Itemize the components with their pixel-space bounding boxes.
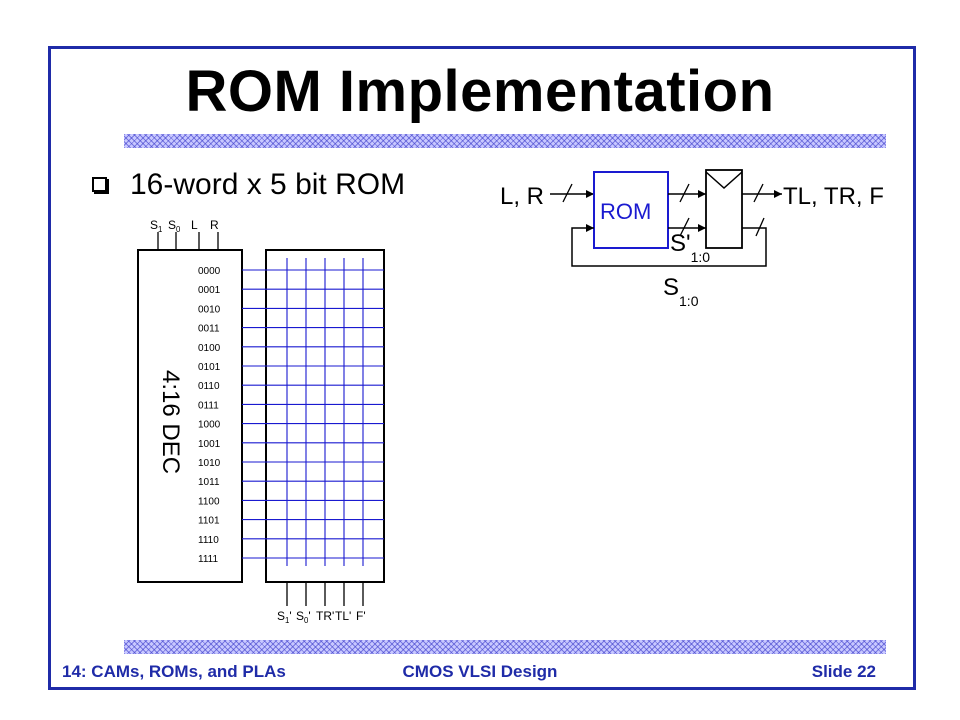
rom-array-grid (242, 258, 384, 566)
wordline-label: 0011 (198, 324, 220, 335)
wordline-label: 0101 (198, 362, 221, 373)
clock-triangle-icon (705, 171, 743, 190)
decoder-label: 4:16 DEC (157, 370, 184, 474)
fsm-diagram: L, R ROM TL, TR, F S'1:0 S1:0 (500, 169, 884, 309)
rom-outputs: S1' S0' TR'TL' F' (277, 582, 366, 625)
bus-slash-icon (753, 183, 764, 203)
feedback-path (571, 227, 767, 267)
wordline-label: 0001 (198, 285, 221, 296)
output-label: S1' (277, 609, 292, 625)
register-block (705, 169, 743, 249)
wordline-label: 0110 (198, 381, 220, 392)
output-label: TL' (335, 609, 351, 623)
footer-center: CMOS VLSI Design (402, 662, 558, 681)
wordline-label: 0000 (198, 266, 221, 277)
decoder-box (137, 249, 243, 583)
bullet-text: 16-word x 5 bit ROM (130, 168, 406, 201)
title-divider (124, 134, 886, 148)
bus-slash-icon (679, 183, 690, 203)
wordline-label: 1001 (198, 439, 221, 450)
wordline-label: 1101 (198, 516, 220, 527)
wordline-label: 1100 (198, 496, 220, 507)
fsm-input-label: L, R (500, 183, 544, 210)
output-label: F' (356, 609, 366, 623)
slide-frame (48, 46, 916, 690)
wordline-label: 0010 (198, 304, 221, 315)
page-title: ROM Implementation (185, 59, 775, 124)
rom-block (593, 171, 669, 249)
decoder-input-label: R (210, 218, 219, 232)
footer-divider (124, 640, 886, 654)
footer-right: Slide 22 (811, 662, 876, 681)
wordline-label: 1000 (198, 420, 221, 431)
output-label: S0' (296, 609, 311, 625)
bus-slash-icon (755, 217, 765, 237)
wordline-label: 1010 (198, 458, 221, 469)
wordline-label: 1111 (198, 554, 218, 565)
wordline-label: 0100 (198, 343, 221, 354)
state-label: S1:0 (663, 274, 699, 309)
wordline-label: 1011 (198, 477, 220, 488)
fsm-output-label: TL, TR, F (783, 183, 884, 210)
wordline-label: 1110 (198, 535, 219, 546)
bus-slash-icon (562, 183, 573, 203)
footer-left: 14: CAMs, ROMs, and PLAs (62, 662, 286, 681)
decoder-input-label: S1 (150, 218, 162, 234)
decoder-input-label: L (191, 218, 198, 232)
decoder-input-label: S0 (168, 218, 181, 234)
output-label: TR' (316, 609, 334, 623)
rom-block-label: ROM (600, 199, 651, 224)
bus-slash-icon (679, 217, 690, 237)
wordline-labels: 0000 0001 0010 0011 0100 0101 0110 0111 1000 1001… (198, 266, 221, 565)
next-state-label: S'1:0 (670, 230, 710, 265)
checkbox-bullet-icon (92, 177, 107, 192)
wordline-label: 0111 (198, 400, 219, 411)
